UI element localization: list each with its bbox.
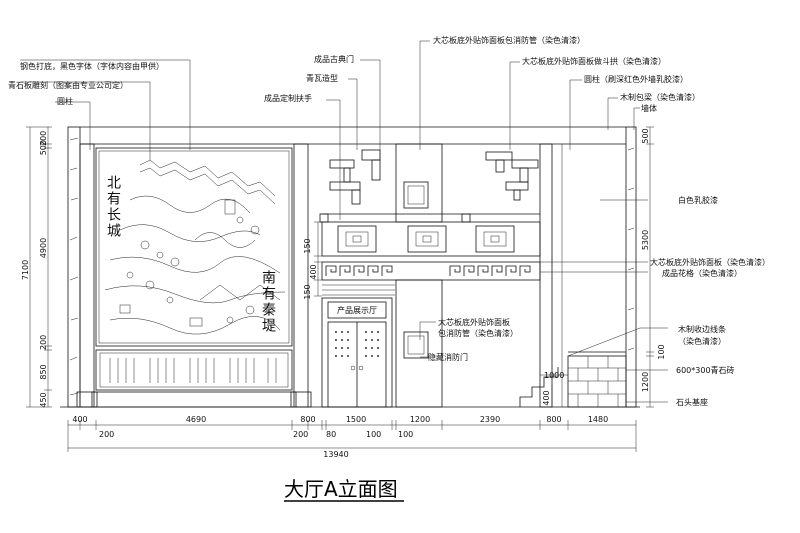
stone-mural-panel — [95, 147, 293, 347]
dim-right-500: 500 — [641, 128, 650, 143]
dim-total-height: 7100 — [21, 260, 30, 280]
callout-column-red: 圆柱（刷深红色外墙乳胶漆） — [584, 74, 688, 84]
dim-bottom-100-a: 100 — [366, 430, 381, 439]
dim-inner-150-bottom: 150 — [303, 284, 312, 299]
dim-bottom-1200: 1200 — [410, 415, 430, 424]
callout-column-left: 圆柱 — [57, 96, 73, 106]
callout-stone-base: 石头基座 — [676, 397, 708, 407]
wall-left — [67, 126, 81, 408]
dim-bottom-1480: 1480 — [588, 415, 608, 424]
dim-bottom-80: 80 — [326, 430, 336, 439]
mural-calligraphy-left: 北有长城 — [105, 175, 121, 239]
lower-plaque — [95, 349, 293, 391]
dim-bottom-200-b: 200 — [293, 430, 308, 439]
wall-right — [625, 126, 637, 408]
dim-bottom-800-a: 800 — [300, 415, 315, 424]
dim-left-200-bottom: 200 — [39, 335, 48, 350]
callout-lattice: 成品花格（染色清漆） — [662, 268, 742, 278]
mural-base — [91, 391, 297, 408]
dim-bottom-total: 13940 — [323, 450, 348, 459]
dim-text-bottom: 400 4690 800 1500 1200 2390 800 1480 200… — [72, 415, 608, 459]
callout-stone-carving: 青石板雕刻（图案由专业公司定） — [8, 80, 128, 90]
left-column — [76, 143, 98, 408]
callout-wood-trim-finish: （染色清漆） — [678, 336, 726, 346]
dim-bottom-800-b: 800 — [546, 415, 561, 424]
dim-right-1200: 1200 — [641, 372, 650, 392]
callout-handrail: 成品定制扶手 — [264, 93, 312, 103]
callout-veneer-panel-2: 大芯板底外贴饰面板 — [438, 317, 510, 327]
classic-gate — [319, 149, 541, 408]
dim-text-inner: 150 400 150 1000 400 — [303, 238, 564, 405]
callout-tile-roof: 青瓦造型 — [306, 73, 338, 83]
dim-left-850: 850 — [39, 364, 48, 379]
callout-wood-beam: 木制包梁（染色清漆） — [620, 92, 700, 102]
dim-inner-400: 400 — [309, 264, 318, 279]
callout-texts: 钢色打底，黑色字体（字体内容由甲供） 青石板雕刻（图案由专业公司定） 圆柱 成品… — [8, 35, 770, 407]
callout-pipe-cover-2: 包消防管（染色清漆） — [438, 328, 518, 338]
fire-pipe-box-lower — [395, 279, 443, 408]
callout-classic-door: 成品古典门 — [314, 54, 354, 64]
dim-left-500: 500 — [39, 140, 48, 155]
showroom-sign — [327, 301, 387, 319]
mural-calligraphy-right: 南有秦堤 — [260, 270, 276, 334]
dim-lines-right — [646, 126, 654, 408]
dim-inner-150-top: 150 — [303, 238, 312, 253]
dim-left-450: 450 — [39, 392, 48, 407]
dim-bottom-4690: 4690 — [186, 415, 206, 424]
leader-lines — [20, 40, 668, 403]
dim-lines-left — [26, 126, 52, 408]
dim-inner-400-step: 400 — [542, 390, 551, 405]
showroom-sign-text: 产品展示厅 — [337, 305, 377, 315]
stone-steps — [519, 351, 627, 408]
callout-bluestone-brick: 600*300青石砖 — [676, 365, 735, 375]
callout-wood-trim: 木制收边线条 — [678, 324, 726, 334]
dim-right-5300: 5300 — [641, 230, 650, 250]
callout-pipe-cover: 大芯板底外贴饰面板包消防管（染色清漆） — [433, 35, 585, 45]
mural-text-south: 南有秦堤 — [260, 270, 276, 334]
dim-bottom-2390: 2390 — [480, 415, 500, 424]
dim-left-200-top: 200 — [39, 131, 48, 146]
door-studs — [335, 331, 379, 357]
dim-inner-1000: 1000 — [544, 371, 564, 380]
dim-text-right: 500 5300 100 1200 — [641, 128, 666, 392]
dim-lines-bottom — [67, 420, 637, 452]
dim-bottom-1500: 1500 — [346, 415, 366, 424]
dim-right-100: 100 — [657, 344, 666, 359]
dim-lines-inner — [314, 221, 568, 407]
dim-bottom-100-b: 100 — [398, 430, 413, 439]
mural-text-north: 北有长城 — [105, 175, 121, 239]
drawing-title: 大厅A立面图 — [284, 477, 398, 501]
middle-column-left — [290, 143, 312, 408]
callout-veneer-panel: 大芯板底外贴饰面板（染色清漆） — [650, 257, 770, 267]
callout-wall: 墙体 — [641, 103, 657, 113]
dim-bottom-400: 400 — [72, 415, 87, 424]
dougong-bracket-right — [485, 151, 539, 201]
callout-steel-base: 钢色打底，黑色字体（字体内容由甲供） — [20, 61, 164, 71]
callout-bracket: 大芯板底外贴饰面板做斗拱（染色清漆） — [522, 56, 666, 66]
dim-bottom-200-a: 200 — [99, 430, 114, 439]
callout-white-paint: 白色乳胶漆 — [678, 195, 718, 205]
middle-column-right — [539, 143, 553, 408]
dim-left-4900: 4900 — [39, 238, 48, 258]
dim-text-left: 7100 200 500 4900 200 850 450 — [21, 131, 48, 408]
fire-pipe-box-upper — [395, 143, 443, 223]
callout-hidden-door: 隐藏消防门 — [428, 352, 468, 362]
